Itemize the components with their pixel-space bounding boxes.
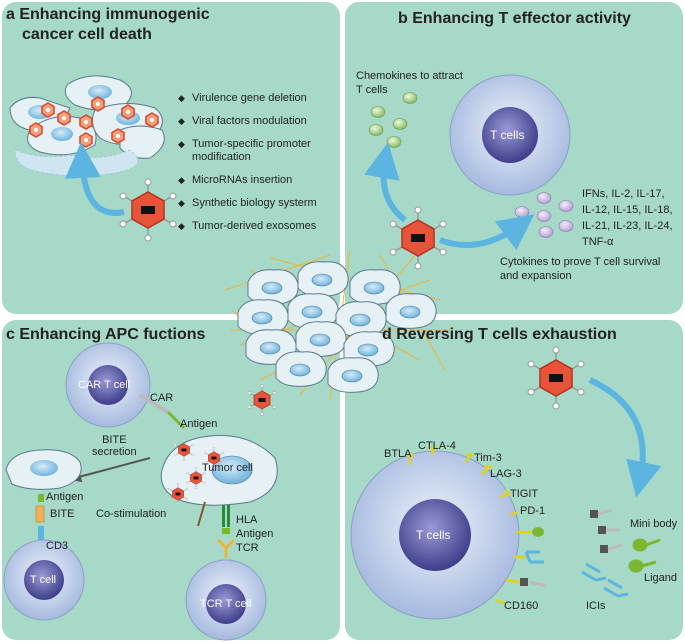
panel-c-title-text: Enhancing APC fuctions xyxy=(19,326,206,343)
t-cell-d xyxy=(350,450,520,620)
oncolytic-virus-icon xyxy=(119,178,177,242)
target-cell-c xyxy=(5,449,82,490)
car-t-cell-label: CAR T cell xyxy=(78,379,131,391)
panel-d-title-text: Reversing T cells exhaustion xyxy=(396,326,617,343)
ici-icons xyxy=(581,562,629,598)
ligand-label: Ligand xyxy=(644,572,678,584)
arrow-b-cytokines xyxy=(438,214,535,251)
tumor-cell-label: Tumor cell xyxy=(202,462,253,474)
pd1-label: PD-1 xyxy=(520,505,546,517)
btla-label: BTLA xyxy=(384,448,412,460)
oncolytic-virus-icon xyxy=(527,346,585,410)
cytokine-list: IFNs, IL-2, IL-17, IL-12, IL-15, IL-18, … xyxy=(582,186,673,250)
cytokine-line: IFNs, IL-2, IL-17, xyxy=(582,188,665,200)
panel-a-letter: a xyxy=(6,6,15,23)
antigen-label-left: Antigen xyxy=(46,491,84,503)
co-stimulation-label: Co-stimulation xyxy=(96,508,167,520)
list-item: Virulence gene deletion xyxy=(178,92,352,105)
t-cell-c xyxy=(3,539,85,621)
panel-c-letter: c xyxy=(6,326,15,343)
ligand-icons xyxy=(628,538,661,573)
t-cell-b xyxy=(449,74,571,196)
car-label: CAR xyxy=(150,392,174,404)
antigen-mark xyxy=(166,410,186,430)
list-item: Tumor-specific promoter modification xyxy=(178,138,352,164)
bite-label: BITE xyxy=(50,508,75,520)
virus-modification-list: Virulence gene deletion Viral factors mo… xyxy=(178,92,352,243)
cd160-label: CD160 xyxy=(504,600,539,612)
arrow-a xyxy=(64,142,125,216)
list-item: Tumor-derived exosomes xyxy=(178,220,352,233)
panel-a-title-line2: cancer cell death xyxy=(22,26,152,43)
t-cells-label-b: T cells xyxy=(490,128,525,142)
list-item: MicroRNAs insertion xyxy=(178,174,352,187)
t-cells-label-d: T cells xyxy=(416,528,451,542)
co-stimulation-mark xyxy=(197,501,206,527)
chemokines-label: Chemokines to attract xyxy=(356,70,463,82)
panel-b-title-text: Enhancing T effector activity xyxy=(412,10,631,27)
tumor-cell-cluster-a xyxy=(9,75,165,177)
chemokines-label-2: T cells xyxy=(356,84,388,96)
mini-body-icons xyxy=(590,508,623,553)
car-receptor xyxy=(138,393,170,414)
cytokine-line: IL-12, IL-15, IL-18, xyxy=(582,204,673,216)
cytokines-caption: Cytokines to prove T cell survival xyxy=(500,256,661,268)
lag3-label: LAG-3 xyxy=(490,468,522,480)
panel-b-letter: b xyxy=(398,10,408,27)
t-cell-label-c: T cell xyxy=(30,574,57,586)
hla-complex xyxy=(216,505,236,558)
cytokines-caption-2: and expansion xyxy=(500,270,572,282)
tigit-label: TIGIT xyxy=(510,488,539,500)
ctla4-label: CTLA-4 xyxy=(418,440,456,452)
receptor-ligands xyxy=(520,527,547,588)
arrow-d xyxy=(588,377,662,498)
tim3-label: Tim-3 xyxy=(474,452,502,464)
bite-molecule xyxy=(35,494,45,542)
panel-a-title: a Enhancing immunogenic xyxy=(6,6,210,24)
bite-secretion-line: BITE xyxy=(102,434,127,446)
tcr-t-cell-label: TCR T cell xyxy=(200,598,252,610)
tcr-label: TCR xyxy=(236,542,259,554)
chemokine-balls xyxy=(368,92,418,148)
bite-secretion-label: BITE secretion xyxy=(92,434,137,458)
cytokine-balls xyxy=(514,192,574,238)
cd3-label: CD3 xyxy=(46,540,69,552)
arrow-b-chemokines xyxy=(364,142,407,223)
panel-c-title: c Enhancing APC fuctions xyxy=(6,326,205,344)
icis-label: ICIs xyxy=(586,600,606,612)
antigen-hla-label: Antigen xyxy=(236,528,274,540)
virus-small-icon xyxy=(247,384,277,416)
panel-a-title-line1: Enhancing immunogenic xyxy=(19,6,210,23)
mini-body-label: Mini body xyxy=(630,518,678,530)
panel-d-letter: d xyxy=(382,326,392,343)
tumor-cell-c xyxy=(160,434,278,506)
antigen-label-top: Antigen xyxy=(180,418,218,430)
list-item: Synthetic biology systerm xyxy=(178,197,352,210)
bite-secretion-line: secretion xyxy=(92,446,137,458)
cytokine-line: TNF-α xyxy=(582,236,614,248)
hla-label: HLA xyxy=(236,514,258,526)
car-t-cell xyxy=(65,342,151,428)
bite-arrow xyxy=(69,457,151,483)
panel-d-title: d Reversing T cells exhaustion xyxy=(382,326,617,344)
cytokine-line: IL-21, IL-23, IL-24, xyxy=(582,220,673,232)
checkpoint-receptors xyxy=(406,446,532,606)
tcr-t-cell xyxy=(185,559,267,641)
list-item: Viral factors modulation xyxy=(178,115,352,128)
panel-b-title: b Enhancing T effector activity xyxy=(398,10,631,28)
